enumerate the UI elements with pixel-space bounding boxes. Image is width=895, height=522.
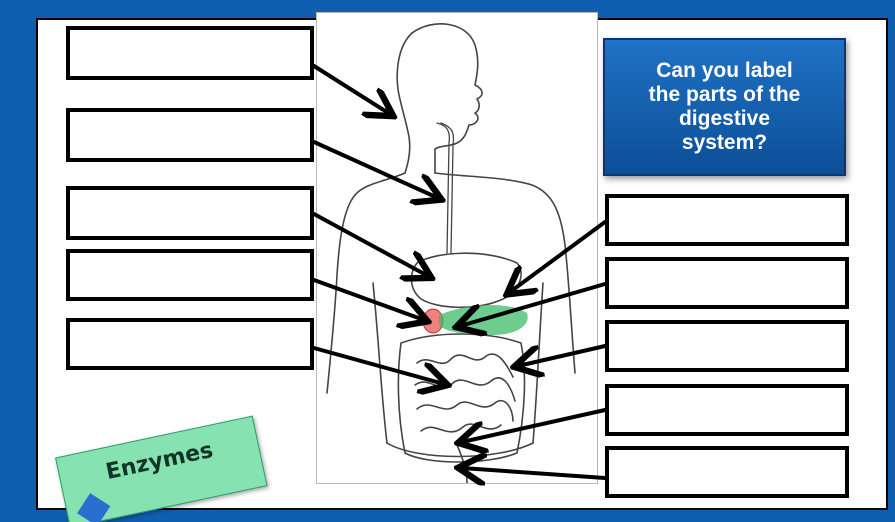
arrow-mouth <box>314 66 390 114</box>
tag-corner-icon <box>77 493 110 522</box>
arrow-large-intestine <box>518 346 605 366</box>
arrow-esophagus <box>314 142 438 198</box>
arrow-gall-bladder <box>314 280 424 320</box>
arrow-rectum <box>462 410 605 442</box>
arrow-pancreas <box>460 284 605 326</box>
arrow-anus <box>462 468 605 478</box>
arrow-stomach <box>510 222 605 292</box>
arrow-small-intestine <box>314 348 444 384</box>
enzymes-label: Enzymes <box>104 438 216 485</box>
arrow-liver <box>314 214 428 276</box>
